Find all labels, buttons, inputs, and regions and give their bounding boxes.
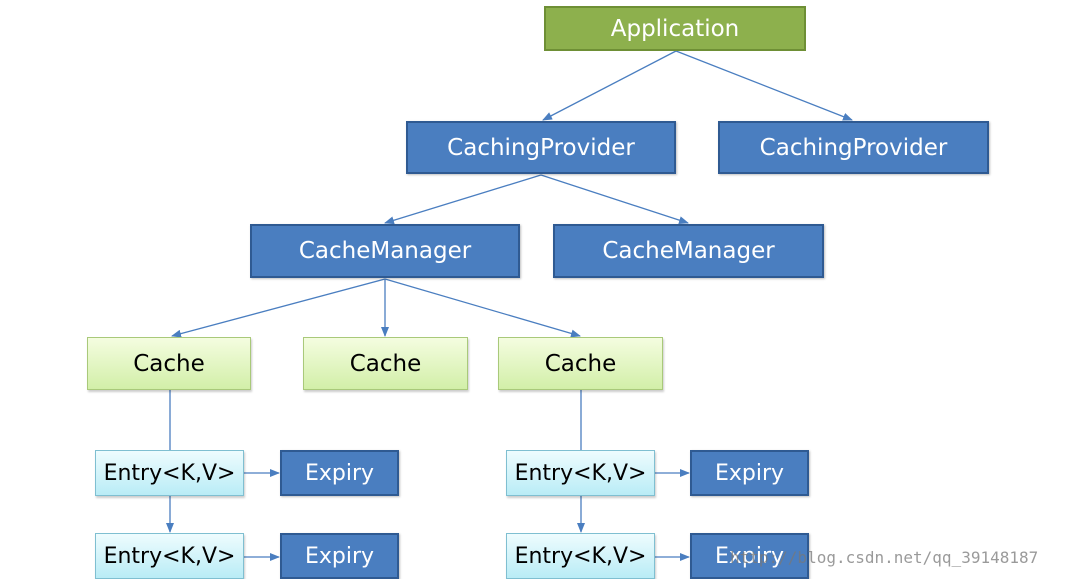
edge-provider-manager-1: [384, 174, 542, 225]
caching-provider-node-2: CachingProvider: [718, 121, 989, 174]
application-node: Application: [544, 6, 806, 51]
cache-node-3: Cache: [498, 337, 663, 390]
edge-application-provider-2: [675, 50, 853, 121]
entry-node-4: Entry<K,V>: [506, 533, 655, 579]
expiry-node-1: Expiry: [280, 450, 399, 496]
caching-provider-node-1: CachingProvider: [406, 121, 676, 174]
watermark-text: http://blog.csdn.net/qq_39148187: [730, 548, 1039, 567]
edge-application-provider-1: [542, 50, 677, 121]
cache-manager-node-2: CacheManager: [553, 224, 824, 278]
edge-manager-cache-1: [171, 278, 386, 338]
edge-provider-manager-2: [540, 174, 689, 225]
expiry-node-3: Expiry: [690, 450, 809, 496]
edge-manager-cache-3: [384, 278, 581, 338]
entry-node-1: Entry<K,V>: [95, 450, 244, 496]
cache-node-2: Cache: [303, 337, 468, 390]
cache-node-1: Cache: [87, 337, 251, 390]
entry-node-3: Entry<K,V>: [506, 450, 655, 496]
expiry-node-4: Expiry: [690, 533, 809, 579]
cache-manager-node-1: CacheManager: [250, 224, 520, 278]
entry-node-2: Entry<K,V>: [95, 533, 244, 579]
expiry-node-2: Expiry: [280, 533, 399, 579]
